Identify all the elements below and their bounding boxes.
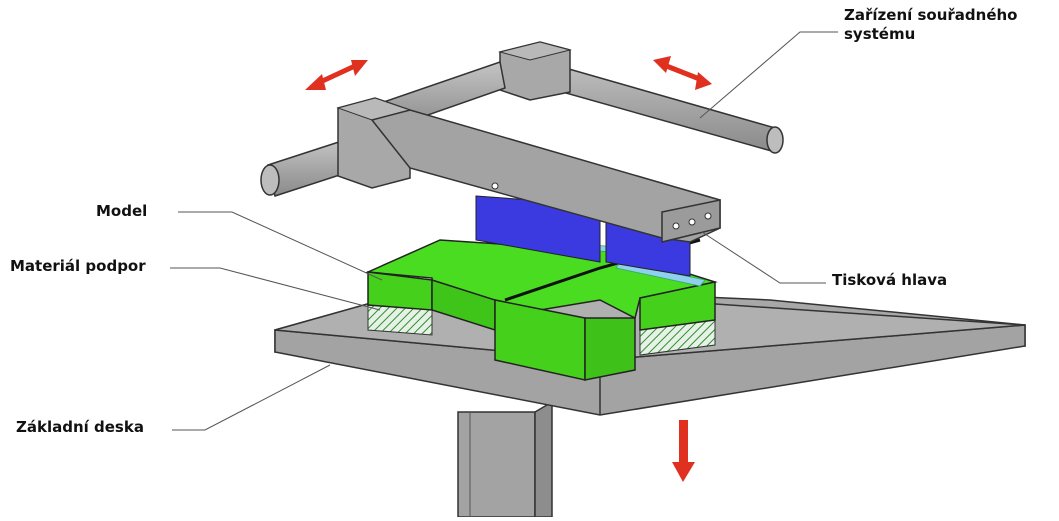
motion-arrow-right-icon [653,56,712,90]
label-support-material: Materiál podpor [10,257,146,275]
support-post [457,400,553,518]
leader-lines [170,31,838,431]
label-coordinate-system: Zařízení souřadného systému [844,6,1018,43]
label-base-plate: Základní deska [16,418,144,436]
gantry [260,41,784,243]
motion-arrow-left-icon [305,60,368,90]
label-print-head: Tisková hlava [832,271,948,289]
label-model: Model [96,202,148,220]
motion-arrow-down-icon [672,420,695,482]
